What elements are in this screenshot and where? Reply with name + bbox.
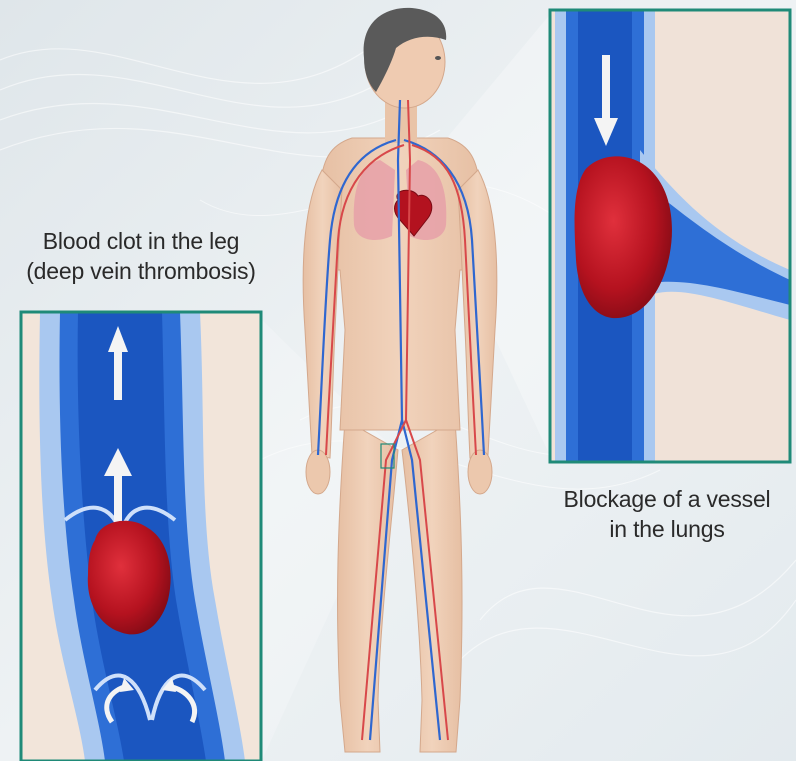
caption-right-line-1: Blockage of a vessel <box>540 484 794 514</box>
caption-right-line-2: in the lungs <box>540 514 794 544</box>
caption-left-line-1: Blood clot in the leg <box>0 226 282 256</box>
caption-deep-vein-thrombosis: Blood clot in the leg (deep vein thrombo… <box>0 226 282 286</box>
leg-vein-inset <box>21 312 261 761</box>
lung-vessel-inset <box>550 10 790 462</box>
caption-left-line-2: (deep vein thrombosis) <box>0 256 282 286</box>
caption-lung-blockage: Blockage of a vessel in the lungs <box>540 484 794 544</box>
leg-blood-clot <box>88 521 171 635</box>
